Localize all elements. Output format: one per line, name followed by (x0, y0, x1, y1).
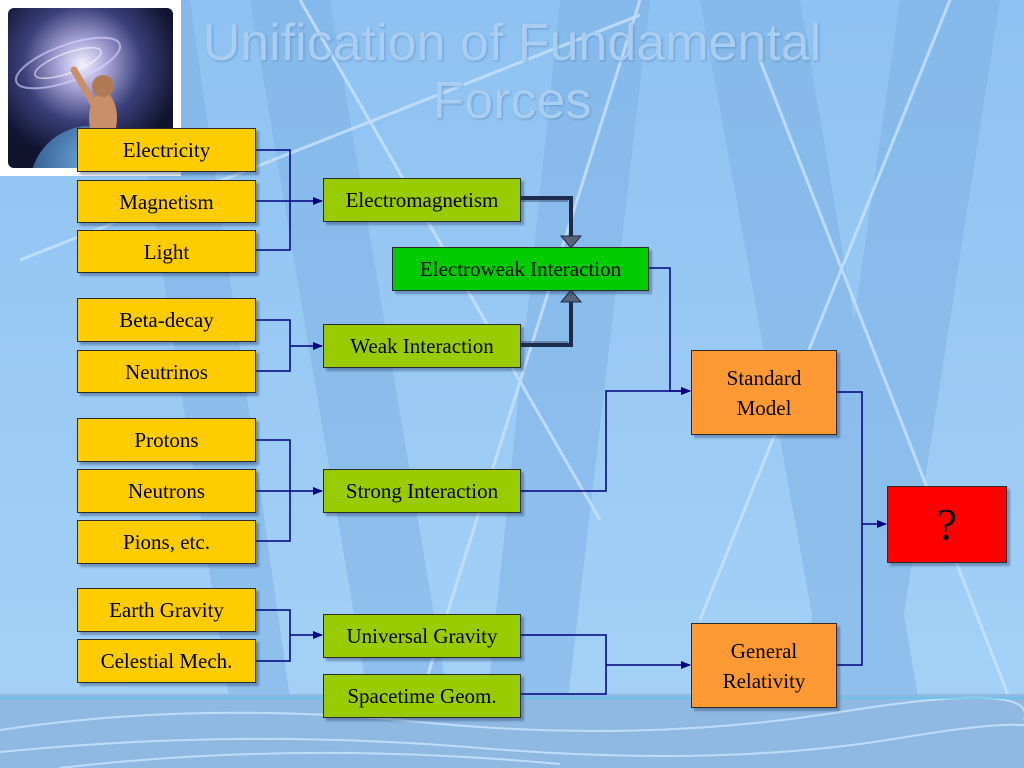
box-light: Light (77, 230, 256, 273)
box-spacetime-geom-label: Spacetime Geom. (347, 684, 497, 708)
box-neutrons-label: Neutrons (128, 479, 205, 503)
box-magnetism-label: Magnetism (119, 189, 214, 214)
box-general-relativity-line2: Relativity (722, 668, 806, 693)
box-general-relativity-line1: General (730, 638, 798, 663)
box-electromagnetism-label: Electromagnetism (345, 188, 499, 212)
box-general-relativity: General Relativity (691, 623, 837, 708)
box-standard-model: Standard Model (691, 350, 837, 435)
box-protons-label: Protons (134, 428, 199, 452)
box-electricity-label: Electricity (122, 138, 211, 162)
box-pions-label: Pions, etc. (123, 530, 210, 554)
box-universal-gravity: Universal Gravity (323, 614, 521, 658)
box-neutrinos-label: Neutrinos (125, 359, 208, 384)
box-celestial-mech: Celestial Mech. (77, 639, 256, 683)
slide-title: Unification of Fundamental Forces (202, 14, 822, 130)
box-electricity: Electricity (77, 128, 256, 172)
box-celestial-mech-label: Celestial Mech. (100, 649, 233, 673)
box-electroweak-interaction: Electroweak Interaction (392, 247, 649, 291)
box-magnetism: Magnetism (77, 180, 256, 223)
box-light-label: Light (143, 239, 190, 264)
box-standard-model-line1: Standard (726, 365, 802, 390)
box-protons: Protons (77, 418, 256, 462)
box-earth-gravity: Earth Gravity (77, 588, 256, 632)
box-weak-interaction-label: Weak Interaction (350, 334, 494, 358)
box-beta-decay-label: Beta-decay (119, 308, 214, 332)
box-unknown-label: ? (937, 499, 957, 549)
box-pions: Pions, etc. (77, 520, 256, 564)
box-earth-gravity-label: Earth Gravity (109, 598, 224, 622)
box-strong-interaction: Strong Interaction (323, 469, 521, 513)
box-universal-gravity-label: Universal Gravity (346, 624, 498, 648)
box-neutrinos: Neutrinos (77, 350, 256, 393)
box-electroweak-label: Electroweak Interaction (419, 257, 622, 281)
box-spacetime-geom: Spacetime Geom. (323, 674, 521, 718)
box-weak-interaction: Weak Interaction (323, 324, 521, 368)
box-beta-decay: Beta-decay (77, 298, 256, 342)
box-standard-model-line2: Model (736, 395, 792, 420)
box-electromagnetism: Electromagnetism (323, 178, 521, 222)
box-strong-interaction-label: Strong Interaction (345, 479, 499, 503)
box-neutrons: Neutrons (77, 469, 256, 513)
box-unknown-unification: ? (887, 486, 1007, 563)
